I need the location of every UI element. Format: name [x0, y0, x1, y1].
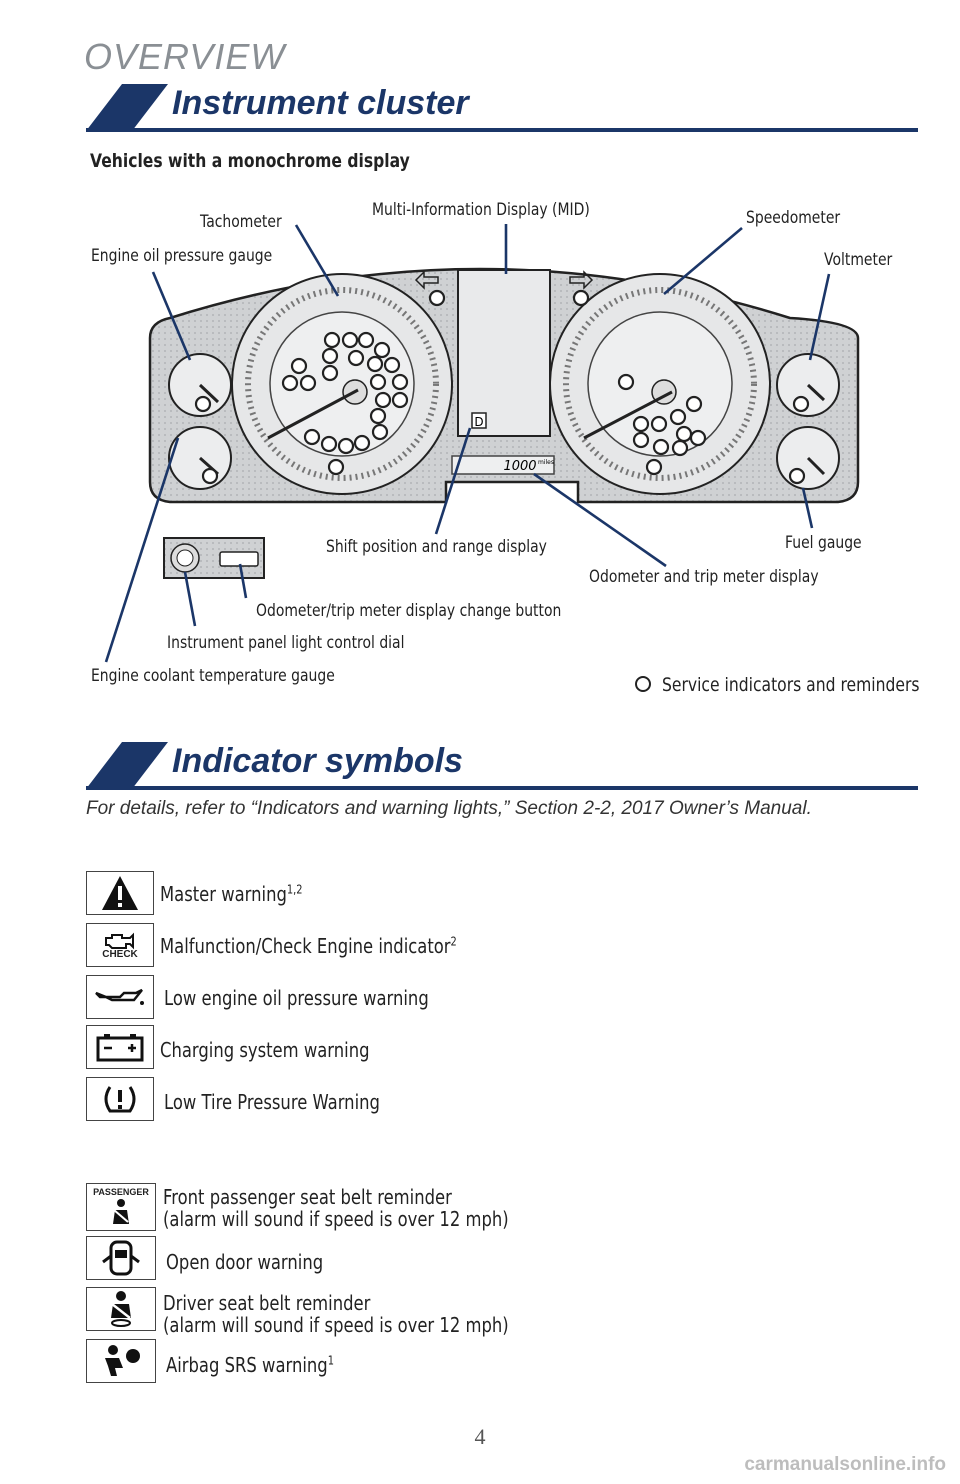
- odometer-unit: miles: [538, 459, 554, 466]
- legend-label: Service indicators and reminders: [662, 674, 920, 696]
- coolant-gauge: [168, 426, 232, 490]
- indicator-label-driver-seatbelt: Driver seat belt reminder(alarm will sou…: [163, 1291, 509, 1337]
- oil-can-icon: [86, 975, 154, 1019]
- indicator-label-oil-pressure: Low engine oil pressure warning: [164, 986, 429, 1010]
- label-light-dial: Instrument panel light control dial: [167, 633, 405, 653]
- left-turn-arrow-icon: [414, 270, 439, 290]
- page-number: 4: [474, 1424, 486, 1449]
- indicator-label-master-warning: Master warning1,2: [160, 882, 303, 906]
- label-tachometer: Tachometer: [200, 212, 282, 232]
- label-coolant-gauge: Engine coolant temperature gauge: [91, 666, 335, 686]
- speedometer-dial: [549, 273, 771, 495]
- tachometer-dial: [231, 273, 453, 495]
- indicator-label-open-door: Open door warning: [166, 1250, 324, 1274]
- indicator-label-tire-pressure: Low Tire Pressure Warning: [164, 1090, 380, 1114]
- label-oil-gauge: Engine oil pressure gauge: [91, 246, 273, 266]
- airbag-icon: [86, 1339, 156, 1383]
- indicator-label-charging: Charging system warning: [160, 1038, 370, 1062]
- oil-pressure-gauge: [168, 353, 232, 417]
- battery-icon: [86, 1025, 154, 1069]
- section-title-instrument-cluster: Instrument cluster: [172, 84, 469, 122]
- multi-information-display: D 1000 miles: [451, 269, 555, 475]
- passenger-seatbelt-icon: PASSENGER: [86, 1183, 156, 1231]
- watermark: carmanualsonline.info: [744, 1454, 946, 1475]
- label-odometer-display: Odometer and trip meter display: [589, 567, 819, 587]
- section-band-instrument-cluster: [86, 84, 918, 132]
- tire-pressure-icon: [86, 1077, 154, 1121]
- check-engine-icon: CHECK: [86, 923, 154, 967]
- section-title-indicator-symbols: Indicator symbols: [172, 742, 463, 780]
- reference-note: For details, refer to “Indicators and wa…: [86, 798, 812, 819]
- voltmeter-gauge: [776, 353, 840, 417]
- section-band-indicator-symbols: [86, 742, 918, 790]
- fuel-gauge: [776, 426, 840, 490]
- instrument-cluster-diagram: D 1000 miles: [104, 224, 860, 692]
- label-speedometer: Speedometer: [746, 208, 841, 228]
- label-mid: Multi-Information Display (MID): [372, 200, 590, 220]
- label-odometer-button: Odometer/trip meter display change butto…: [256, 601, 562, 621]
- control-panel-inset: [163, 537, 265, 579]
- open-door-icon: [86, 1236, 156, 1280]
- shift-letter: D: [474, 415, 483, 429]
- right-turn-arrow-icon: [569, 270, 594, 290]
- label-fuel-gauge: Fuel gauge: [785, 533, 862, 553]
- driver-seatbelt-icon: [86, 1287, 156, 1331]
- leader-lines: [104, 224, 831, 663]
- master-warning-icon: [86, 871, 154, 915]
- indicator-label-check-engine: Malfunction/Check Engine indicator2: [160, 934, 457, 958]
- odometer-value: 1000: [503, 459, 536, 474]
- indicator-label-passenger-seatbelt: Front passenger seat belt reminder(alarm…: [163, 1185, 509, 1231]
- service-indicator-markers: [194, 289, 810, 485]
- indicator-label-airbag: Airbag SRS warning1: [166, 1353, 334, 1377]
- overview-heading: OVERVIEW: [84, 36, 286, 77]
- label-voltmeter: Voltmeter: [824, 250, 893, 270]
- cluster-subtitle: Vehicles with a monochrome display: [90, 150, 410, 172]
- label-shift-display: Shift position and range display: [326, 537, 547, 557]
- legend-circle-icon: [635, 676, 651, 692]
